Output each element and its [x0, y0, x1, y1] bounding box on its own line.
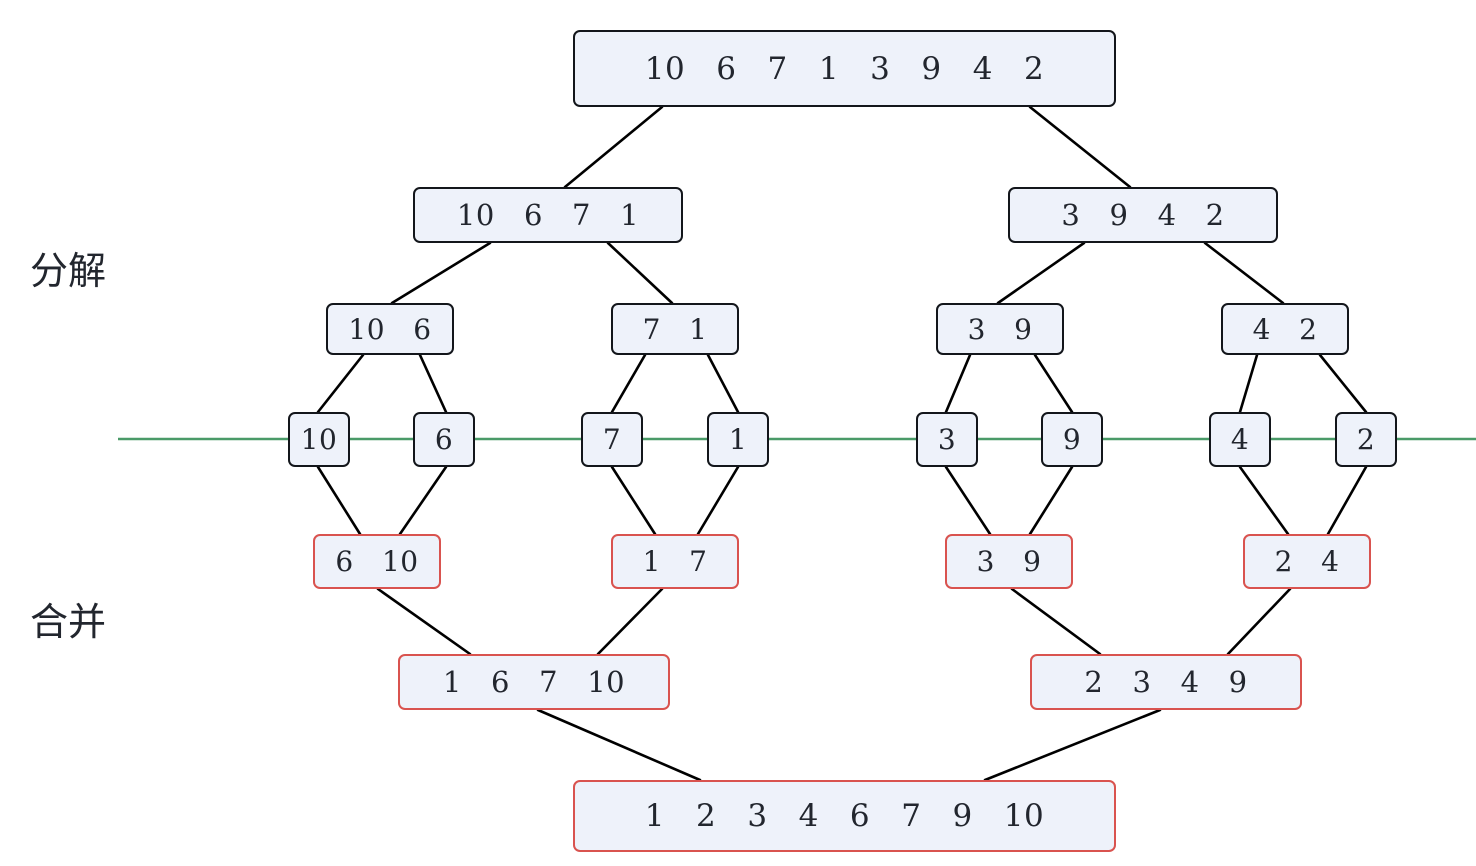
connector-leaf-1-to-m2-b — [696, 465, 740, 536]
connector-root-to-s1-right — [1028, 105, 1132, 189]
array-node-leaf-3: 3 — [916, 412, 978, 467]
connector-root-to-s1-left — [563, 105, 664, 189]
connector-leaf-10-to-m2-a — [316, 465, 362, 536]
array-node-m4-right: 2 3 4 9 — [1030, 654, 1302, 710]
connector-s2-c-to-leaf-3 — [944, 353, 972, 414]
connector-s1-left-to-s2-b — [606, 241, 674, 305]
phase-label-decompose: 分解 — [30, 249, 107, 293]
array-node-s2-b: 7 1 — [611, 303, 739, 355]
connector-s1-right-to-s2-d — [1203, 241, 1285, 305]
array-node-leaf-10: 10 — [288, 412, 350, 467]
connector-s2-c-to-leaf-9 — [1033, 353, 1074, 414]
connector-m4-right-to-final — [983, 708, 1162, 782]
connector-leaf-3-to-m2-c — [944, 465, 992, 536]
array-node-s1-right: 3 9 4 2 — [1008, 187, 1278, 243]
array-node-m2-c: 3 9 — [945, 534, 1073, 589]
array-node-m2-d: 2 4 — [1243, 534, 1371, 589]
connector-s2-b-to-leaf-1 — [706, 353, 740, 414]
connector-s2-d-to-leaf-2 — [1318, 353, 1368, 414]
connector-m4-left-to-final — [536, 708, 702, 782]
array-node-leaf-9: 9 — [1041, 412, 1103, 467]
connector-leaf-4-to-m2-d — [1238, 465, 1290, 536]
array-node-root: 10 6 7 1 3 9 4 2 — [573, 30, 1116, 107]
array-node-s2-d: 4 2 — [1221, 303, 1349, 355]
connector-s1-left-to-s2-a — [390, 241, 492, 305]
array-node-leaf-1: 1 — [707, 412, 769, 467]
connector-s2-d-to-leaf-4 — [1238, 353, 1259, 414]
connector-leaf-2-to-m2-d — [1326, 465, 1368, 536]
connector-m2-a-to-m4-left — [376, 587, 472, 656]
connector-s2-b-to-leaf-7 — [610, 353, 647, 414]
array-node-m2-b: 1 7 — [611, 534, 739, 589]
array-node-m4-left: 1 6 7 10 — [398, 654, 670, 710]
array-node-leaf-4: 4 — [1209, 412, 1271, 467]
connector-m2-c-to-m4-right — [1010, 587, 1102, 656]
array-node-leaf-6: 6 — [413, 412, 475, 467]
connector-m2-d-to-m4-right — [1226, 587, 1292, 656]
phase-label-merge: 合并 — [30, 600, 107, 644]
array-node-m2-a: 6 10 — [313, 534, 441, 589]
array-node-s1-left: 10 6 7 1 — [413, 187, 683, 243]
connector-s2-a-to-leaf-10 — [316, 353, 365, 414]
connector-leaf-9-to-m2-c — [1028, 465, 1074, 536]
array-node-final: 1 2 3 4 6 7 9 10 — [573, 780, 1116, 852]
connector-s2-a-to-leaf-6 — [418, 353, 448, 414]
connector-leaf-7-to-m2-b — [610, 465, 657, 536]
connector-s1-right-to-s2-c — [996, 241, 1086, 305]
array-node-leaf-7: 7 — [581, 412, 643, 467]
array-node-s2-a: 10 6 — [326, 303, 454, 355]
connector-leaf-6-to-m2-a — [398, 465, 448, 536]
connector-m2-b-to-m4-left — [596, 587, 664, 656]
array-node-leaf-2: 2 — [1335, 412, 1397, 467]
array-node-s2-c: 3 9 — [936, 303, 1064, 355]
